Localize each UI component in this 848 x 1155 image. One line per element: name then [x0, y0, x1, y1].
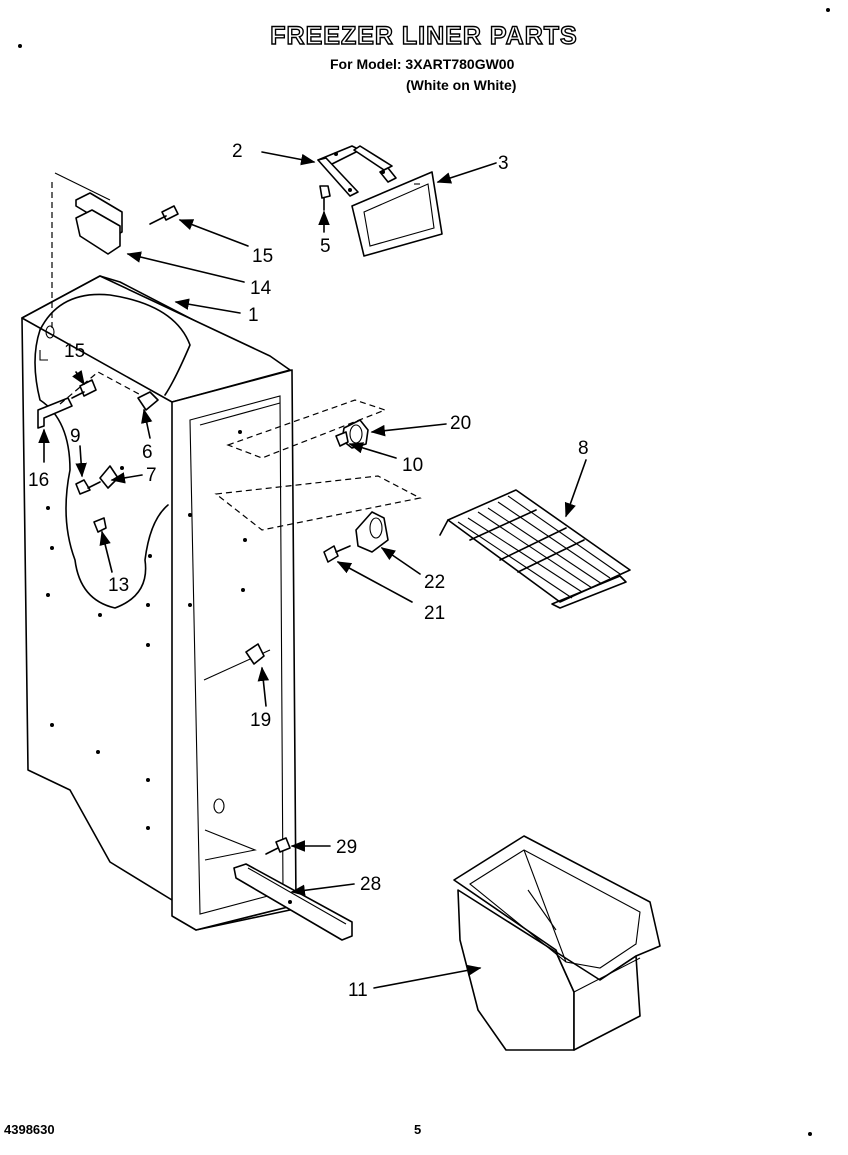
callout-8: 8	[578, 438, 589, 459]
callout-2: 2	[232, 141, 243, 162]
callout-7: 7	[146, 465, 157, 486]
callout-9: 9	[70, 426, 81, 447]
screw-part-10	[335, 431, 349, 447]
callout-21: 21	[424, 603, 445, 624]
screw-part-5	[319, 185, 331, 211]
screw-part-15-top	[149, 205, 179, 225]
bracket-part-14	[75, 192, 123, 255]
screw-part-9	[75, 479, 101, 495]
callout-labels: 2 3 5 15 14 1 15 9 6 7 16 13 20 10 8 22 …	[28, 141, 589, 1001]
callout-19: 19	[250, 710, 271, 731]
frame-part-3	[351, 171, 443, 257]
callout-15-side: 15	[64, 341, 85, 362]
callout-28: 28	[360, 874, 381, 895]
callout-3: 3	[498, 153, 509, 174]
document-number: 4398630	[4, 1122, 55, 1137]
corner-mark-top-right	[826, 8, 830, 12]
clip-part-19	[245, 643, 265, 665]
corner-mark-bottom-right	[808, 1132, 812, 1136]
callout-14: 14	[250, 278, 272, 299]
corner-mark-top-left	[18, 44, 22, 48]
callout-10: 10	[402, 455, 423, 476]
callout-22: 22	[424, 572, 445, 593]
screw-part-21	[323, 545, 351, 563]
page-number: 5	[414, 1122, 422, 1137]
callout-20: 20	[450, 413, 471, 434]
callout-5: 5	[320, 236, 331, 257]
bracket-part-16	[37, 371, 151, 429]
freezer-liner-part-1	[21, 275, 297, 931]
callout-13: 13	[108, 575, 129, 596]
callout-11: 11	[348, 980, 368, 1001]
callout-leaders	[38, 151, 587, 989]
liner-mounting-holes	[46, 430, 247, 830]
storage-bin-part-11	[453, 835, 661, 1051]
model-number: For Model: 3XART780GW00	[330, 56, 515, 72]
page-title: FREEZER LINER PARTS	[270, 21, 578, 50]
callout-15-top: 15	[252, 246, 273, 267]
screw-part-29	[265, 837, 291, 855]
callout-6: 6	[142, 442, 153, 463]
fastener-part-13	[93, 517, 107, 533]
callout-16: 16	[28, 470, 49, 491]
callout-1: 1	[248, 305, 259, 326]
shelf-support-part-22	[355, 511, 389, 553]
bracket-part-2	[317, 145, 397, 197]
clip-part-6	[137, 391, 159, 411]
callout-29: 29	[336, 837, 357, 858]
wire-shelf-part-8	[439, 489, 631, 609]
finish-note: (White on White)	[406, 77, 517, 93]
